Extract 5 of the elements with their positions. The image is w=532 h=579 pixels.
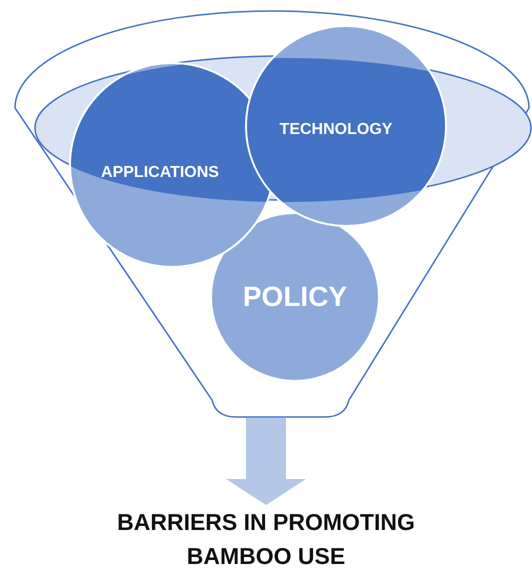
- down-arrow: [226, 418, 306, 505]
- circle-label: TECHNOLOGY: [280, 121, 392, 139]
- outcome-label: BARRIERS IN PROMOTING BAMBOO USE: [116, 508, 416, 571]
- circle-label: APPLICATIONS: [101, 164, 219, 182]
- circle-label: POLICY: [242, 281, 348, 313]
